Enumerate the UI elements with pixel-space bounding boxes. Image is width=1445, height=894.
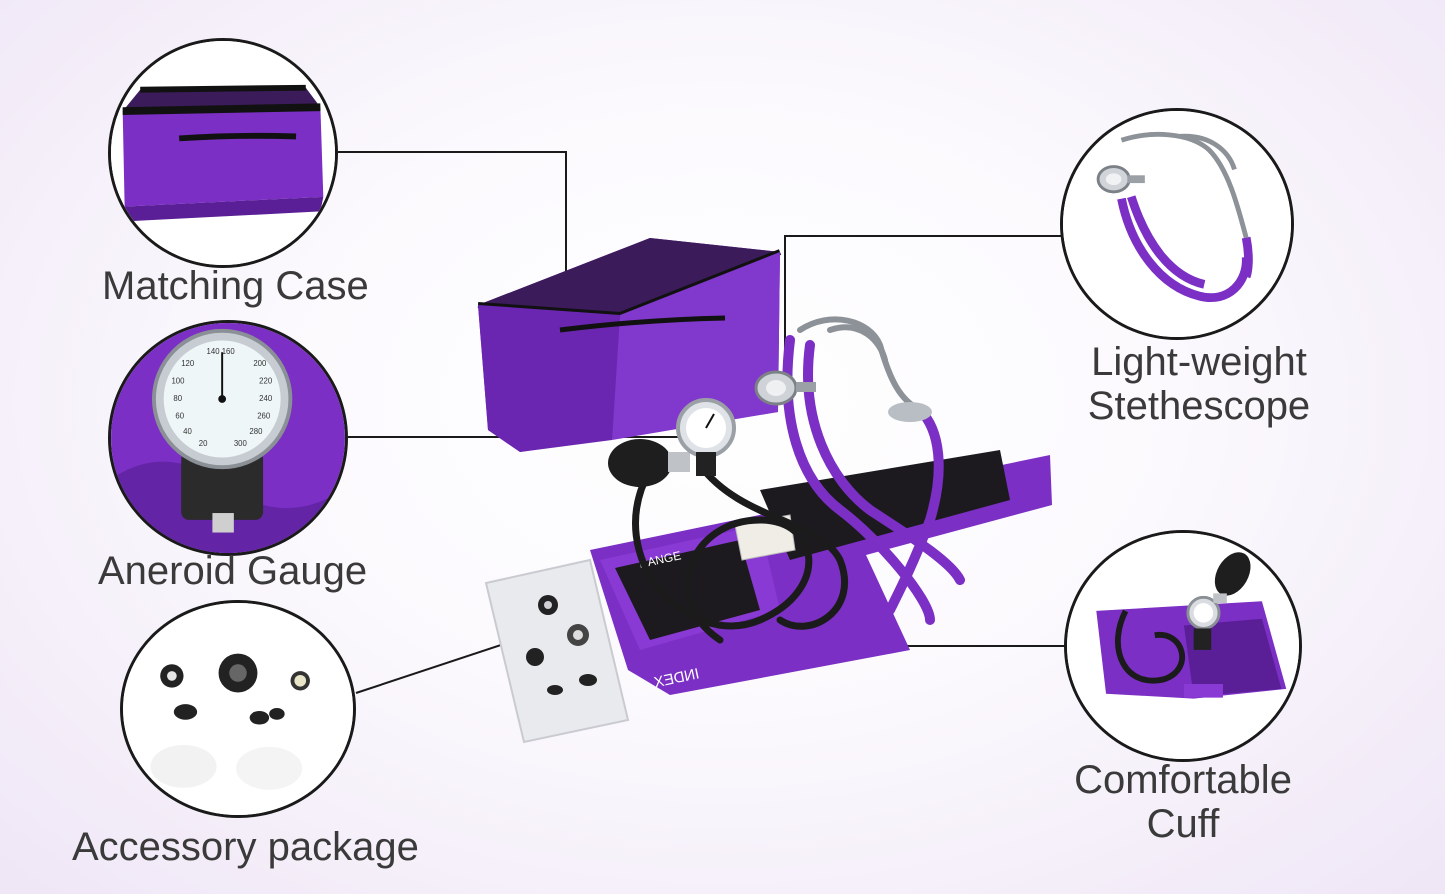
stethoscope [782,316,965,625]
svg-text:100: 100 [171,376,185,385]
small-gauge [676,398,736,476]
svg-text:300: 300 [234,439,248,448]
accessory-icon [123,603,353,815]
cuff-icon [1067,533,1299,759]
svg-text:20: 20 [199,439,208,448]
svg-text:280: 280 [249,427,263,436]
stethoscope-connector [784,235,1062,370]
cuff-label-line1: Comfortable [1074,758,1292,802]
stethoscope-icon [1063,111,1291,337]
stethoscope-label-line1: Light-weight [1091,340,1307,384]
case-icon [111,41,335,265]
svg-text:40: 40 [183,427,192,436]
svg-text:240: 240 [259,394,273,403]
svg-text:60: 60 [175,412,184,421]
aneroid-gauge-label: Aneroid Gauge [98,549,368,593]
accessory-connector [355,639,517,694]
inflation-bulb [608,439,672,487]
case-circle [108,38,338,268]
cuff-circle [1064,530,1302,762]
matching-case-label: Matching Case [102,264,369,308]
stethoscope-label-line2: Stethescope [1087,384,1311,428]
svg-text:140 160: 140 160 [207,347,236,356]
stethoscope-chestpiece [754,370,932,422]
cuff-label: Comfortable Cuff [1052,758,1314,846]
gauge-circle: 140 160 120 200 100 220 80 240 60 260 40… [108,320,348,556]
gauge-icon: 140 160 120 200 100 220 80 240 60 260 40… [111,323,345,553]
accessory-package-label: Accessory package [72,825,419,869]
svg-text:120: 120 [181,359,195,368]
stethoscope-label: Light-weight Stethescope [1068,340,1330,428]
accessory-pouch [484,558,630,744]
svg-text:220: 220 [259,376,273,385]
case-connector [338,151,567,290]
svg-text:260: 260 [257,412,271,421]
svg-text:80: 80 [173,394,182,403]
bulb-and-tubes [632,461,849,644]
cuff-label-line2: Cuff [1146,802,1220,846]
stethoscope-circle [1060,108,1294,340]
svg-text:200: 200 [253,359,267,368]
accessory-circle [120,600,356,818]
